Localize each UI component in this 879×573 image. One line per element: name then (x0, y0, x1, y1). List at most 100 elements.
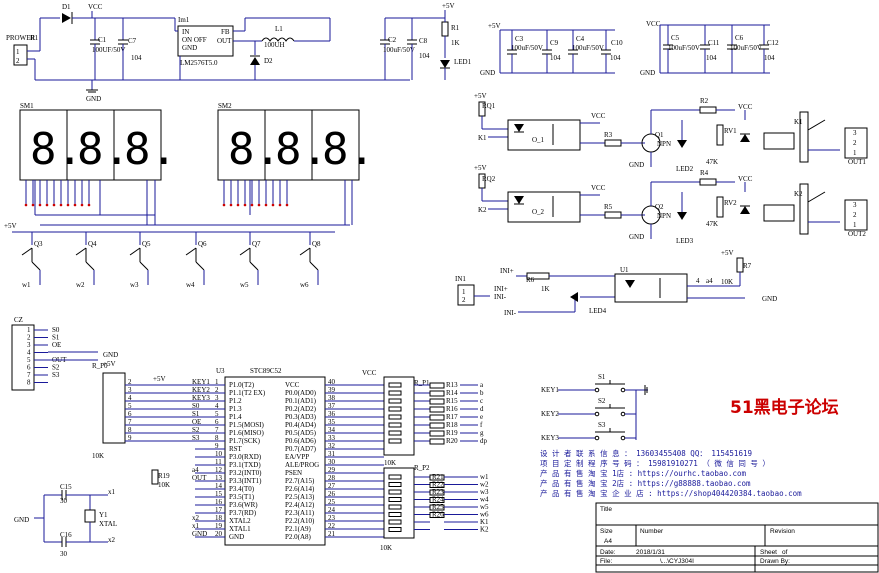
svg-text:2: 2 (853, 139, 857, 147)
mcu-pin-right: P0.5(AD5) (285, 429, 317, 437)
svg-text:104: 104 (419, 52, 430, 60)
mcu-pin-right: P2.4(A12) (285, 501, 315, 509)
svg-text:L1: L1 (275, 25, 283, 33)
svg-text:100uF/50V: 100uF/50V (572, 44, 604, 52)
resistor-pack-rp2 (383, 467, 415, 539)
svg-text:C5: C5 (671, 34, 680, 42)
svg-text:Size: Size (600, 528, 613, 535)
pullup-ref: R24 (432, 496, 444, 504)
svg-text:设 计 者 联 系 信 息 ： 13603455408: 设 计 者 联 系 信 息 ： 13603455408 QQ： 11545161… (540, 448, 752, 458)
mcu-pin-right: P2.2(A10) (285, 517, 315, 525)
svg-text:LED4: LED4 (589, 307, 607, 315)
power-connector-label: PROWER (6, 34, 36, 42)
svg-text:R_P0: R_P0 (92, 362, 108, 370)
svg-text:LED1: LED1 (454, 58, 472, 66)
svg-text:100uF/50V: 100uF/50V (383, 46, 415, 54)
transistor-label: Q4 (88, 240, 97, 248)
mcu-net-left: a4 (192, 466, 199, 474)
mcu-pin-left: P1.5(MOSI) (229, 421, 264, 429)
svg-text:100uF/50V: 100uF/50V (511, 44, 543, 52)
mcu-pin-num: 38 (328, 394, 336, 402)
mcu-net-left: KEY1 (192, 378, 210, 386)
svg-text:47K: 47K (706, 158, 718, 166)
led3-icon (677, 212, 687, 220)
svg-text:C7: C7 (128, 37, 137, 45)
mcu-pin-num: 4 (215, 402, 219, 410)
mcu-stc89c52 (224, 376, 326, 546)
svg-text:1: 1 (853, 221, 857, 229)
cz-pin-label: S2 (52, 364, 60, 372)
mcu-pin-num: 14 (215, 482, 223, 490)
mcu-pin-left: XTAL2 (229, 517, 251, 525)
svg-text:SM1: SM1 (20, 102, 34, 110)
mcu-pin-left: P1.4 (229, 413, 242, 421)
svg-text:R7: R7 (743, 262, 752, 270)
pullup-ref: R16 (446, 405, 458, 413)
pullup-ref: R26 (432, 511, 444, 519)
transistor-net: w2 (76, 281, 85, 289)
svg-text:10K: 10K (158, 481, 170, 489)
resistor-r3 (604, 139, 622, 147)
mcu-pin-num: 18 (215, 514, 223, 522)
svg-text:Drawn By:: Drawn By: (760, 558, 790, 565)
mcu-pin-num: 6 (215, 418, 219, 426)
mcu-pin-right: P0.4(AD4) (285, 421, 317, 429)
optocoupler-u1 (614, 273, 688, 303)
mcu-pin-left: P1.1(T2 EX) (229, 389, 266, 397)
mcu-pin-num: 37 (328, 402, 336, 410)
out2-connector (844, 199, 868, 231)
svg-text:R1: R1 (451, 24, 460, 32)
svg-text:GND: GND (14, 516, 29, 524)
svg-text:Q2: Q2 (655, 203, 664, 211)
crystal-y1 (84, 509, 96, 523)
svg-text:7: 7 (128, 418, 132, 426)
diode-d2-icon (250, 57, 260, 65)
svg-text:RQ2: RQ2 (482, 175, 496, 183)
svg-text:LM2576T5.0: LM2576T5.0 (180, 59, 218, 67)
switch-ref: S3 (598, 421, 606, 429)
mcu-pin-num: 9 (215, 442, 219, 450)
mcu-pin-left: P3.0(RXD) (229, 453, 262, 461)
mcu-pin-num: 21 (328, 530, 336, 538)
svg-text:+5V: +5V (103, 360, 116, 368)
mcu-pin-right: P0.2(AD2) (285, 405, 317, 413)
transistor-label: Q7 (252, 240, 261, 248)
mcu-pin-num: 1 (215, 378, 219, 386)
mcu-pin-right: P2.3(A11) (285, 509, 315, 517)
svg-text:C3: C3 (515, 35, 524, 43)
svg-text:R4: R4 (700, 169, 709, 177)
mcu-pin-right: P2.7(A15) (285, 477, 315, 485)
transistor-label: Q6 (198, 240, 207, 248)
svg-text:1: 1 (853, 149, 857, 157)
digit-net: w3 (480, 488, 489, 496)
cz-pin-label: S0 (52, 326, 60, 334)
svg-text:x1: x1 (108, 488, 116, 496)
svg-text:8.: 8. (228, 124, 281, 175)
svg-text:Sheet: Sheet (760, 549, 777, 556)
svg-text:C9: C9 (550, 39, 559, 47)
mcu-pin-num: 32 (328, 442, 336, 450)
digit-3 (113, 109, 162, 181)
svg-text:+5V: +5V (442, 2, 455, 10)
svg-text:Title: Title (600, 506, 612, 513)
input-section: IN1 12 INI+ INI- INI+ R6 1K INI- LED4 U1… (455, 249, 777, 317)
svg-text:8.: 8. (275, 124, 328, 175)
mcu-net-left: S2 (192, 426, 200, 434)
svg-text:K2: K2 (478, 206, 487, 214)
svg-text:GND: GND (640, 69, 655, 77)
digit-net: w4 (480, 496, 489, 504)
svg-text:O_1: O_1 (532, 136, 545, 144)
mcu-pin-left: P3.1(TXD) (229, 461, 261, 469)
digit-net: w6 (480, 511, 489, 519)
svg-text:RV1: RV1 (724, 127, 737, 135)
svg-text:GND: GND (86, 95, 101, 103)
transistor-net: w5 (240, 281, 249, 289)
svg-text:IN1: IN1 (455, 275, 466, 283)
svg-text:VCC: VCC (591, 112, 606, 120)
mcu-pin-right: P0.3(AD3) (285, 413, 317, 421)
segment-net: e (480, 413, 483, 421)
pullup-ref: R14 (446, 389, 458, 397)
svg-text:C12: C12 (767, 39, 779, 47)
